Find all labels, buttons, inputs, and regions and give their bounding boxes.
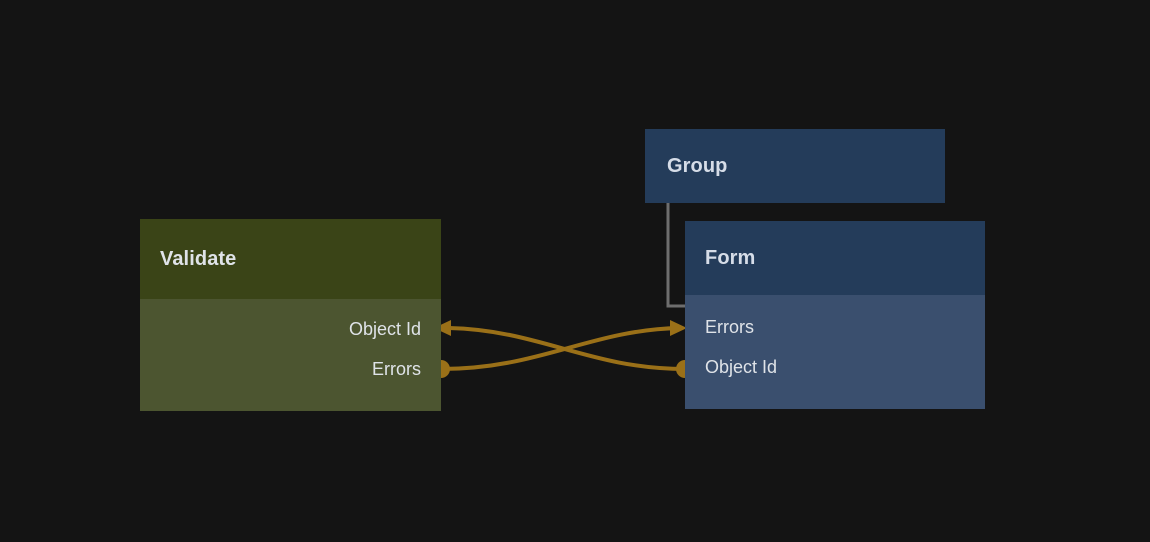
port-form-object-id[interactable]: Object Id (685, 347, 985, 387)
node-form[interactable]: Form Errors Object Id (685, 221, 985, 409)
node-validate[interactable]: Validate Object Id Errors (140, 219, 441, 411)
edge-objectid-to-objectid[interactable] (447, 326, 687, 371)
edge-errors-to-errors[interactable] (439, 326, 681, 371)
port-label: Object Id (348, 318, 421, 339)
node-validate-body: Object Id Errors (140, 299, 441, 411)
port-label: Errors (372, 358, 421, 379)
node-form-title: Form (705, 246, 756, 269)
node-group[interactable]: Group (645, 129, 945, 203)
port-form-errors[interactable]: Errors (685, 307, 985, 347)
node-group-header[interactable]: Group (645, 129, 945, 203)
port-validate-object-id[interactable]: Object Id (140, 309, 441, 349)
node-form-body: Errors Object Id (685, 295, 985, 409)
node-group-title: Group (667, 154, 728, 177)
node-validate-title: Validate (160, 247, 237, 270)
node-form-header[interactable]: Form (685, 221, 985, 295)
port-validate-errors[interactable]: Errors (140, 349, 441, 389)
port-label: Errors (705, 316, 754, 337)
containment-bracket (666, 203, 686, 308)
node-validate-header[interactable]: Validate (140, 219, 441, 299)
port-label: Object Id (705, 356, 778, 377)
